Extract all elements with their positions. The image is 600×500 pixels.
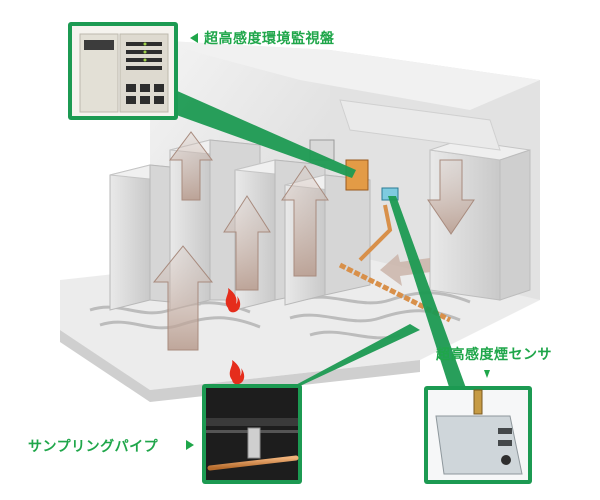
callout-beam-pipe	[290, 324, 420, 388]
label-monitor-panel: 超高感度環境監視盤	[204, 31, 335, 47]
room-ceiling	[150, 40, 540, 110]
fire-icon	[229, 360, 245, 385]
callout-beam-sensor	[388, 196, 466, 390]
airflow-arrow-down	[427, 159, 475, 235]
airflow-arrow	[152, 245, 214, 351]
pointer-arrow-sensor	[484, 370, 490, 378]
sampling-pipe	[338, 204, 452, 323]
fire-icon	[225, 288, 241, 313]
airflow-arrow	[169, 131, 213, 201]
airflow-arrows-up	[152, 131, 329, 351]
inset-smoke-sensor	[424, 386, 532, 484]
inset-sampling-pipe	[202, 384, 302, 484]
airflow-arrow	[281, 165, 329, 277]
inset-monitor-panel	[68, 22, 178, 120]
label-sampling-pipe: サンプリングパイプ	[28, 439, 159, 455]
ceiling-duct	[339, 99, 501, 151]
pointer-arrow-monitor	[190, 33, 198, 43]
pointer-arrow-pipe	[186, 440, 194, 450]
label-smoke-sensor: 超高感度煙センサ	[436, 347, 552, 363]
airflow-arrow	[223, 195, 271, 291]
callout-beam-monitor	[166, 86, 356, 178]
